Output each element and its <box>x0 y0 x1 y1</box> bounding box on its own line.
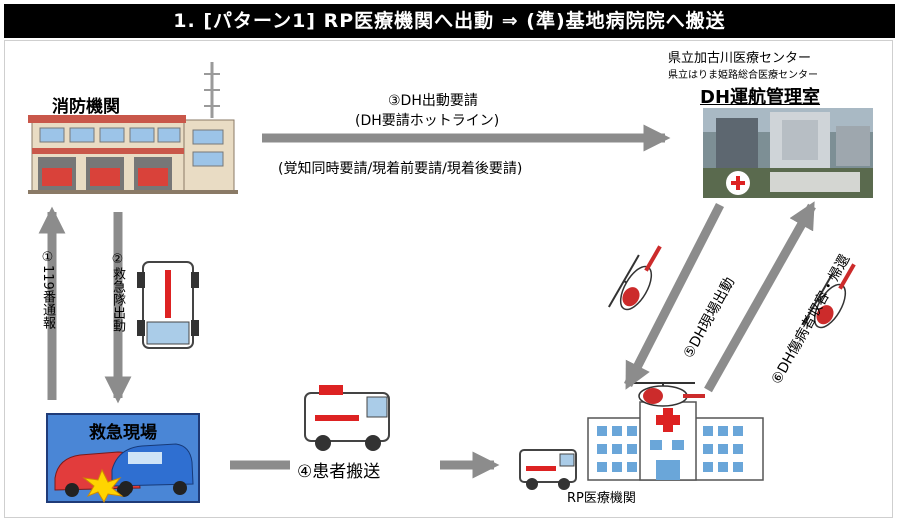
emergency-call-label: ①119番通報 <box>40 250 55 329</box>
hotline-label: (DH要請ホットライン) <box>355 113 500 129</box>
ambulance-icon <box>137 261 199 349</box>
fire-station-label: 消防機関 <box>52 97 120 117</box>
fire-station-illustration <box>28 62 238 194</box>
dh-management-room-label: DH運航管理室 <box>700 87 821 108</box>
hospital-aerial-photo <box>703 108 873 198</box>
ambulance-icon <box>304 385 390 451</box>
rp-facility-illustration <box>587 401 764 481</box>
ambulance-icon <box>519 449 577 490</box>
dispatch-label: ②救急隊出動 <box>110 252 125 332</box>
helicopter-icon <box>802 263 856 329</box>
rp-facility-label: RP医療機関 <box>567 491 636 506</box>
request-timing-note: (覚知同時要請/現着前要請/現着後要請) <box>278 161 523 177</box>
dh-return-arrow <box>704 201 816 393</box>
dh-request-label: ③DH出動要請 <box>388 93 478 109</box>
emergency-scene-label: 救急現場 <box>89 423 157 443</box>
patient-transport-label: ④患者搬送 <box>297 462 381 482</box>
dh-center-name-1: 県立加古川医療センター <box>668 51 812 66</box>
helicopter-icon <box>608 245 662 311</box>
title-bar: 1. [パターン1] RP医療機関へ出動 ⇒ (準)基地病院院へ搬送 <box>4 4 895 38</box>
diagram-frame <box>4 40 893 518</box>
dh-center-name-2: 県立はりま姫路総合医療センター <box>668 70 818 81</box>
emergency-scene-illustration <box>46 413 200 504</box>
dh-to-scene-arrow <box>623 202 725 390</box>
